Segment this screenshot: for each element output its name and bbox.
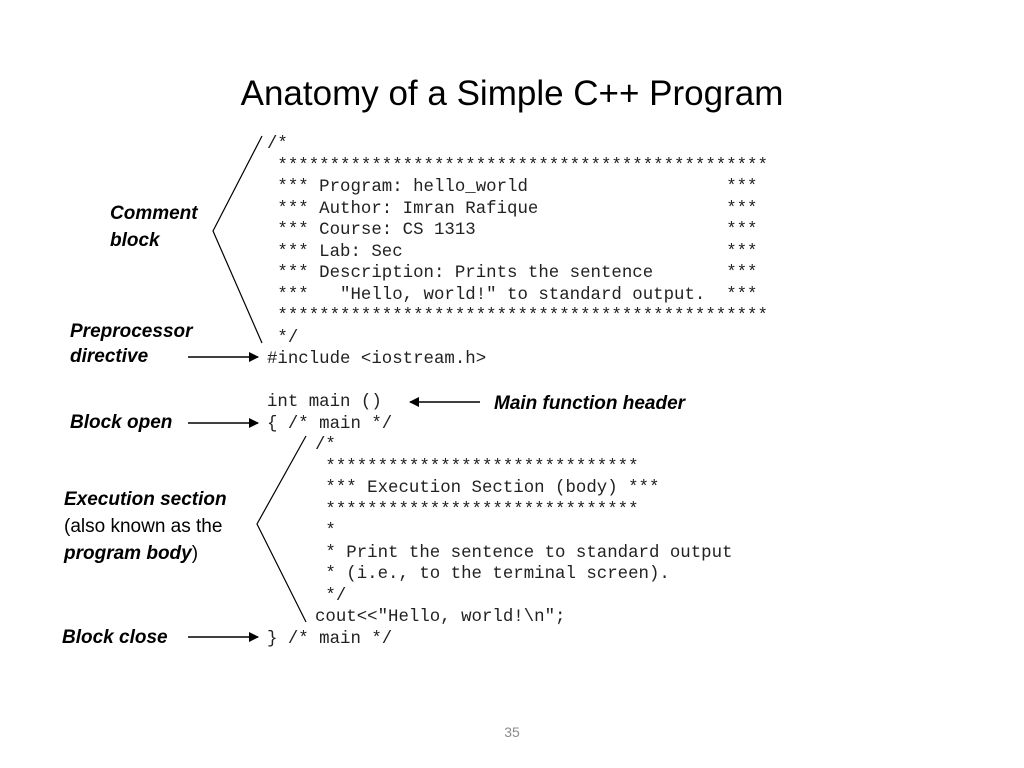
code-line: * (i.e., to the terminal screen). <box>315 565 670 584</box>
code-line: * <box>315 522 336 541</box>
label-block-open: Block open <box>70 412 173 433</box>
code-line: *** Lab: Sec *** <box>267 242 758 262</box>
label-comment-block-line1: Comment <box>110 203 198 224</box>
code-line: */ <box>315 586 347 606</box>
code-body-block: /* ****************************** *** Ex… <box>315 435 732 629</box>
code-line: ****************************************… <box>267 307 768 326</box>
code-line: * Print the sentence to standard output <box>315 543 733 563</box>
code-closing-line: } /* main */ <box>267 629 392 651</box>
code-line: cout<<"Hello, world!\n"; <box>315 608 566 627</box>
code-line: { /* main */ <box>267 414 393 434</box>
code-line: } /* main */ <box>267 630 393 649</box>
label-execution-line1: Execution section <box>64 489 227 510</box>
page-number: 35 <box>504 724 520 740</box>
label-preprocessor-line1: Preprocessor <box>70 321 193 342</box>
code-line: *** Author: Imran Rafique *** <box>267 199 758 219</box>
label-execution-close-paren: ) <box>191 543 199 564</box>
code-line: */ <box>267 328 299 348</box>
comment-block-bracket <box>212 135 263 344</box>
code-line: /* <box>267 135 288 154</box>
label-preprocessor-line2: directive <box>70 346 149 367</box>
code-line: ****************************** <box>315 457 639 477</box>
code-line: *** "Hello, world!" to standard output. … <box>267 285 758 305</box>
label-comment-block: Comment block <box>110 200 198 254</box>
code-line: *** Description: Prints the sentence *** <box>267 264 758 283</box>
code-header-block: /* *************************************… <box>267 134 768 435</box>
execution-section-bracket <box>256 435 307 623</box>
label-block-close: Block close <box>62 627 168 648</box>
code-line: *** Course: CS 1313 *** <box>267 221 758 240</box>
label-execution-section: Execution section (also known as the pro… <box>64 486 227 567</box>
code-line: int main () <box>267 393 382 412</box>
code-line: #include <iostream.h> <box>267 350 487 369</box>
label-comment-block-line2: block <box>110 230 160 251</box>
code-line: /* <box>315 436 336 455</box>
label-execution-line3: program body) <box>64 540 227 567</box>
code-line <box>267 371 768 393</box>
code-line: ****************************************… <box>267 156 768 176</box>
slide-title: Anatomy of a Simple C++ Program <box>240 74 784 113</box>
code-line: *** Execution Section (body) *** <box>315 479 660 498</box>
label-main-function-header: Main function header <box>494 393 686 414</box>
code-line: *** Program: hello_world *** <box>267 178 758 197</box>
label-preprocessor-directive: Preprocessor directive <box>70 319 193 369</box>
label-execution-program-body: program body <box>64 543 192 564</box>
label-execution-line2: (also known as the <box>64 516 223 537</box>
code-line: ****************************** <box>315 500 639 520</box>
